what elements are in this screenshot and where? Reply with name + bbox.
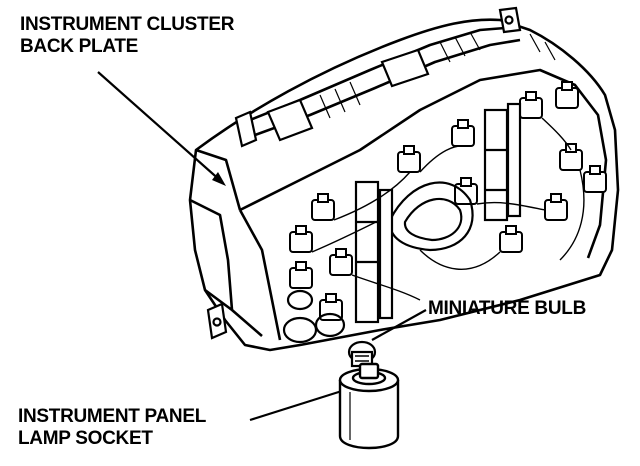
socket-1	[289, 225, 313, 253]
socket-6	[451, 119, 475, 147]
gauge-openings	[282, 181, 474, 344]
label-miniature-bulb-text: MINIATURE BULB	[428, 298, 586, 319]
housing-tabs	[206, 6, 522, 340]
socket-14	[499, 225, 523, 253]
socket-array	[289, 81, 607, 321]
label-miniature-bulb: MINIATURE BULB	[428, 298, 586, 320]
leader-back-plate-arrow	[212, 172, 226, 186]
label-socket-line1: INSTRUMENT PANEL	[18, 406, 207, 427]
socket-5	[397, 145, 421, 173]
label-socket-line2: LAMP SOCKET	[18, 428, 153, 449]
socket-12	[583, 165, 607, 193]
miniature-bulb	[347, 340, 377, 368]
label-back-plate-line2: BACK PLATE	[20, 36, 139, 57]
top-strip-shading	[319, 31, 556, 119]
circuit-traces	[311, 117, 585, 301]
socket-7	[454, 177, 478, 205]
leader-back-plate	[97, 71, 223, 183]
socket-10	[559, 143, 583, 171]
socket-11	[544, 193, 568, 221]
socket-9	[555, 81, 579, 109]
lamp-socket	[338, 362, 400, 450]
label-back-plate-line1: INSTRUMENT CLUSTER	[20, 14, 235, 35]
label-instrument-panel-lamp-socket: INSTRUMENT PANEL LAMP SOCKET	[18, 406, 206, 450]
label-instrument-cluster-back-plate: INSTRUMENT CLUSTER BACK PLATE	[20, 14, 234, 58]
leader-miniature-bulb	[371, 309, 427, 341]
socket-4	[329, 248, 353, 276]
socket-2	[311, 193, 335, 221]
socket-3	[289, 261, 313, 289]
leader-lamp-socket	[249, 388, 346, 422]
socket-8	[519, 91, 543, 119]
